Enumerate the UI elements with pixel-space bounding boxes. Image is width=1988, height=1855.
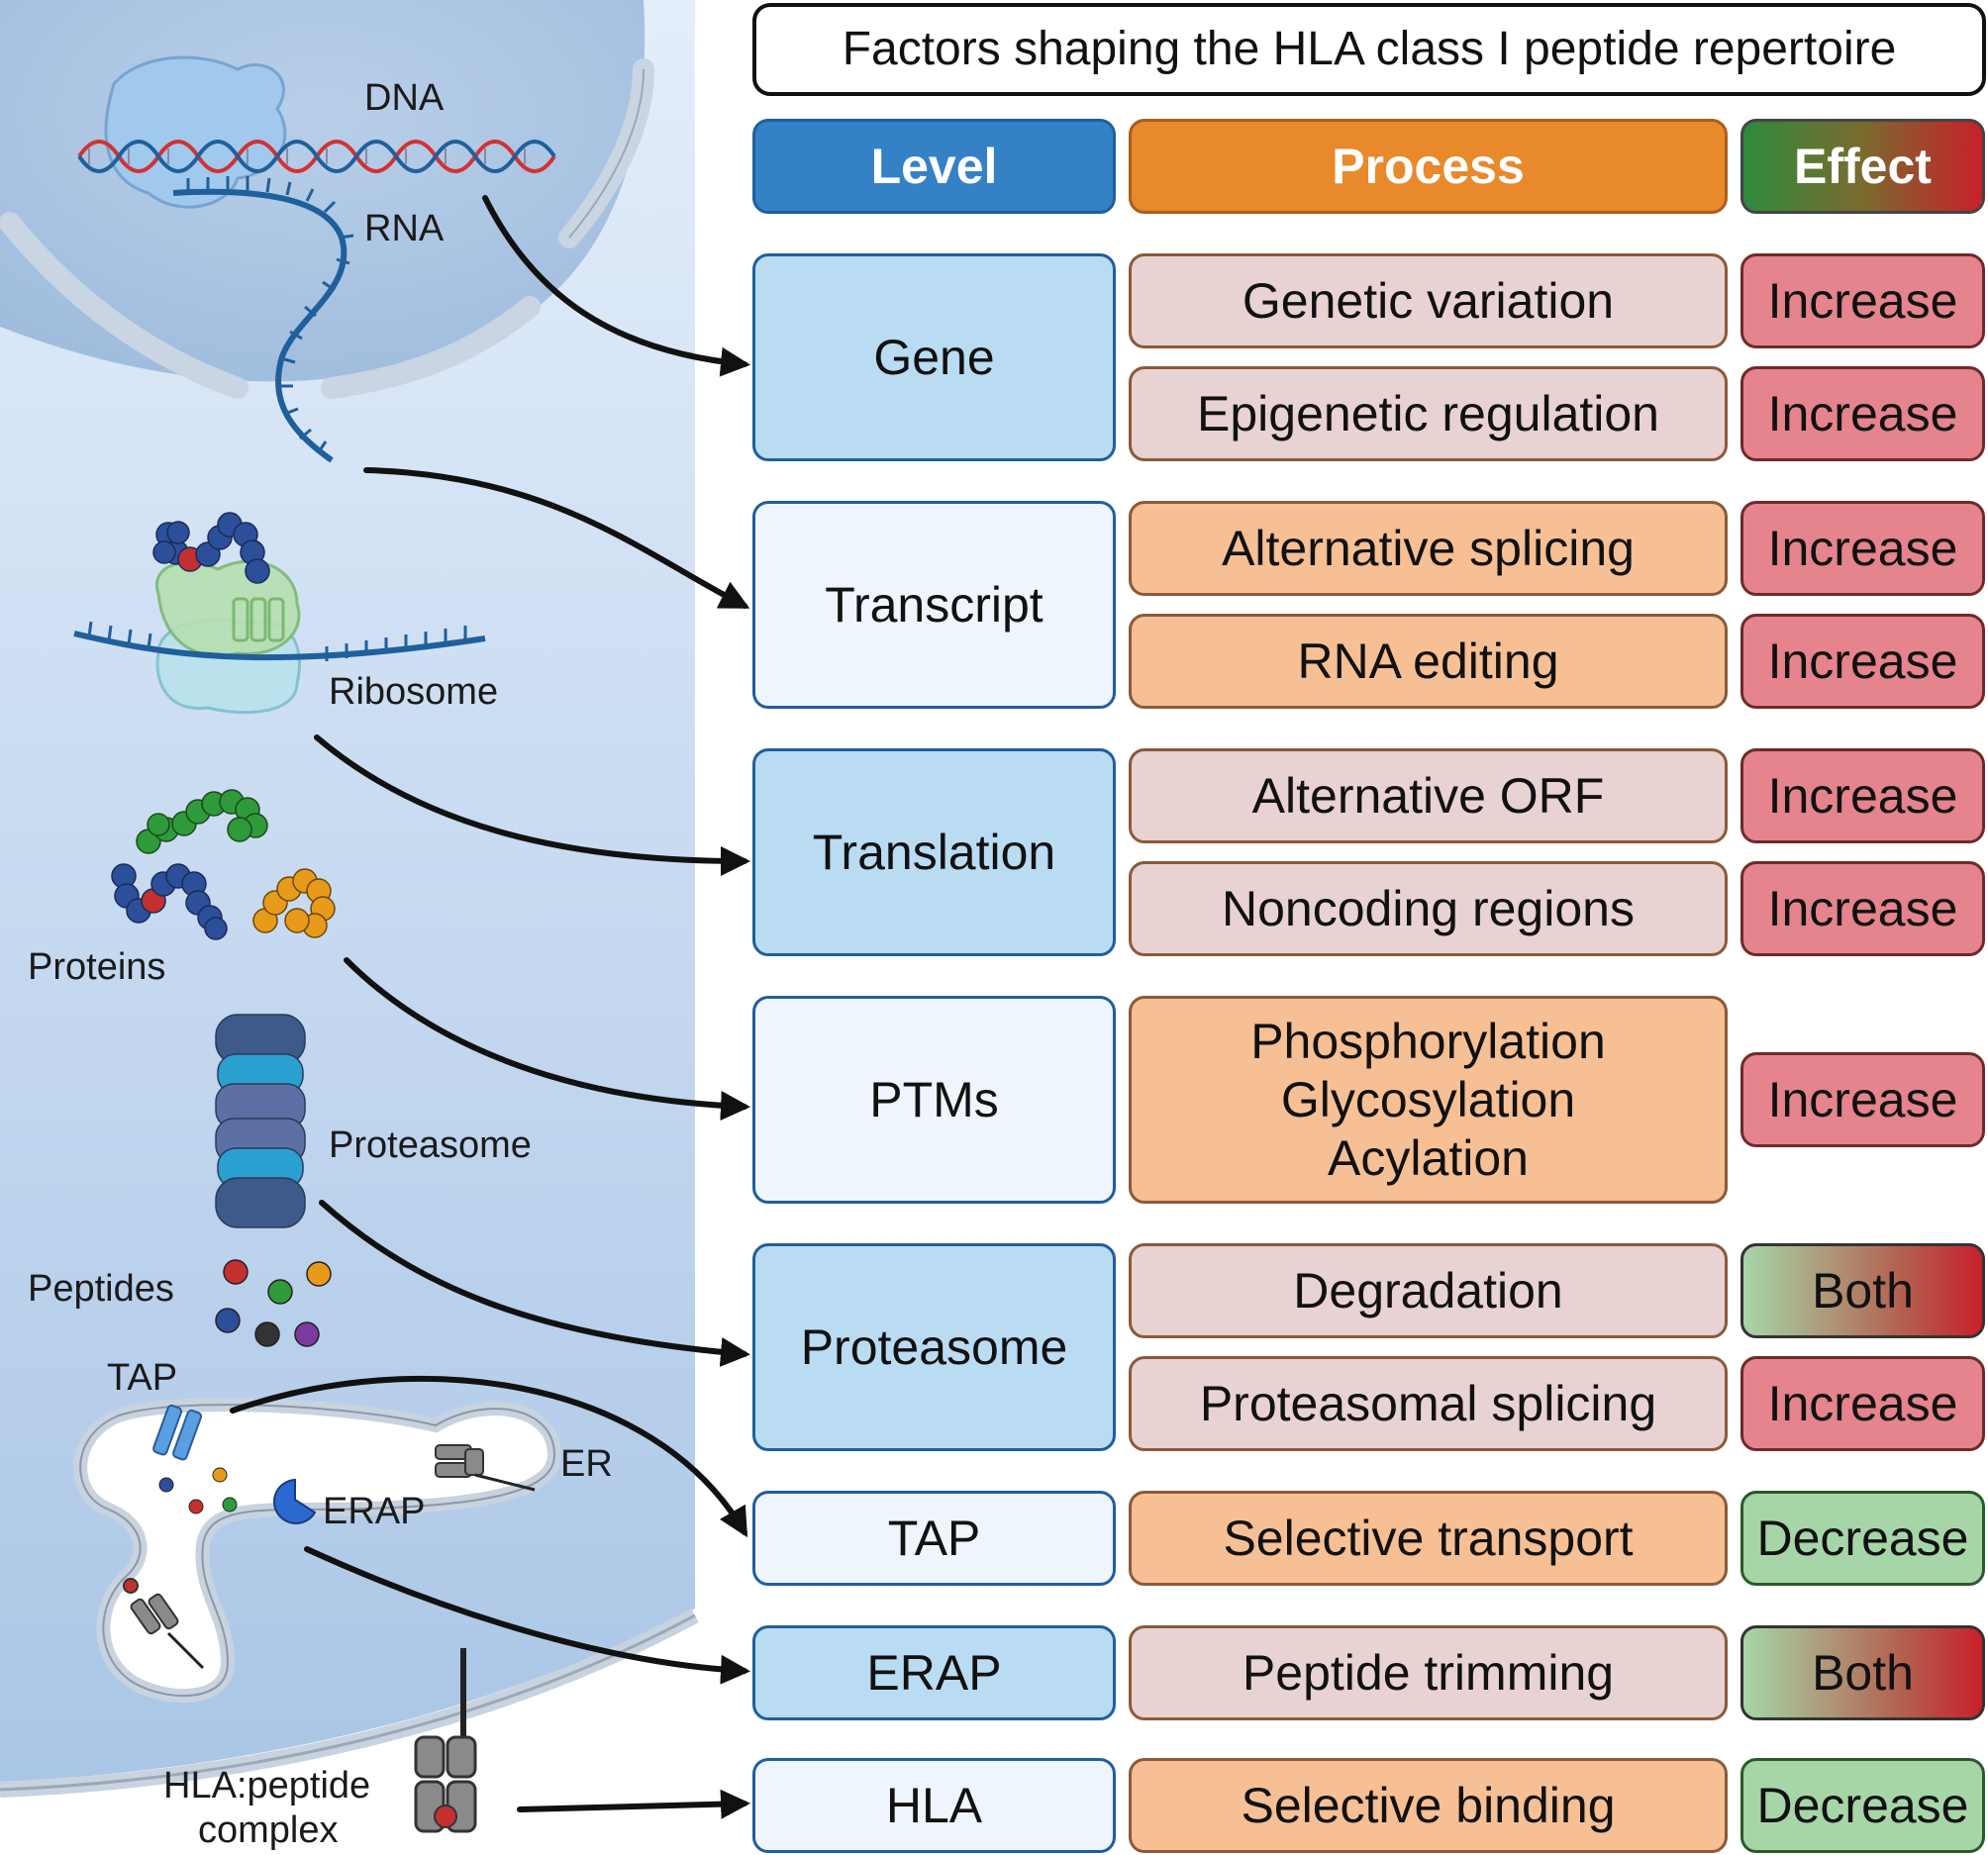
surface-hla — [414, 1648, 477, 1833]
arrow-gene — [482, 195, 750, 377]
tap-label: TAP — [107, 1357, 178, 1399]
arrow-hla — [517, 1789, 750, 1819]
process-genetic-variation: Genetic variation — [1129, 253, 1728, 348]
dna-helix — [77, 140, 556, 173]
vesicle-hla — [123, 1578, 179, 1635]
nascent-peptide — [152, 512, 270, 584]
process-phosphorylation: Phosphorylation — [1250, 1013, 1606, 1069]
er-hla — [435, 1444, 484, 1478]
erap-label: ERAP — [323, 1491, 426, 1532]
arrow-proteasome — [319, 1200, 750, 1367]
proteasome-label: Proteasome — [329, 1124, 532, 1166]
effect-degradation: Both — [1740, 1243, 1985, 1338]
ribosome — [154, 559, 302, 715]
header-level: Level — [752, 119, 1116, 214]
process-ptm-types: Phosphorylation Glycosylation Acylation — [1129, 996, 1728, 1204]
process-acylation: Acylation — [1328, 1129, 1529, 1186]
green-protein — [136, 789, 268, 854]
arrow-transcript — [363, 467, 750, 609]
arrow-tap — [230, 1375, 748, 1538]
effect-peptide-trimming: Both — [1740, 1625, 1985, 1720]
process-noncoding-regions: Noncoding regions — [1129, 861, 1728, 956]
level-ptms: PTMs — [752, 996, 1116, 1204]
proteins-label: Proteins — [28, 946, 166, 988]
cytoplasm — [0, 0, 695, 1782]
effect-genetic-variation: Increase — [1740, 253, 1985, 348]
dna-label: DNA — [364, 77, 445, 119]
effect-ptms: Increase — [1740, 1052, 1985, 1147]
rna-label: RNA — [364, 208, 445, 249]
arrow-translation — [314, 734, 750, 876]
arrow-ptms — [344, 957, 750, 1121]
process-peptide-trimming: Peptide trimming — [1129, 1625, 1728, 1720]
process-proteasomal-splicing: Proteasomal splicing — [1129, 1356, 1728, 1451]
level-translation: Translation — [752, 748, 1116, 956]
header-process: Process — [1129, 119, 1728, 214]
effect-selective-transport: Decrease — [1740, 1491, 1985, 1586]
peptide-dots — [215, 1259, 332, 1347]
effect-alternative-orf: Increase — [1740, 748, 1985, 843]
process-glycosylation: Glycosylation — [1280, 1071, 1576, 1127]
level-erap: ERAP — [752, 1625, 1116, 1720]
level-tap: TAP — [752, 1491, 1116, 1586]
process-selective-binding: Selective binding — [1129, 1758, 1728, 1853]
peptides-label: Peptides — [28, 1268, 174, 1310]
blue-protein — [111, 863, 228, 940]
arrow-erap — [304, 1546, 750, 1685]
effect-noncoding-regions: Increase — [1740, 861, 1985, 956]
orange-protein — [252, 868, 336, 938]
process-epigenetic-regulation: Epigenetic regulation — [1129, 366, 1728, 461]
diagram-title: Factors shaping the HLA class I peptide … — [752, 3, 1986, 96]
process-alternative-splicing: Alternative splicing — [1129, 501, 1728, 596]
level-hla: HLA — [752, 1758, 1116, 1853]
level-gene: Gene — [752, 253, 1116, 461]
effect-proteasomal-splicing: Increase — [1740, 1356, 1985, 1451]
hla-complex-label-line1: HLA:peptide — [163, 1765, 371, 1806]
effect-selective-binding: Decrease — [1740, 1758, 1985, 1853]
hla-complex-label-line2: complex — [198, 1809, 339, 1851]
level-transcript: Transcript — [752, 501, 1116, 709]
process-alternative-orf: Alternative ORF — [1129, 748, 1728, 843]
process-rna-editing: RNA editing — [1129, 614, 1728, 709]
process-degradation: Degradation — [1129, 1243, 1728, 1338]
effect-epigenetic-regulation: Increase — [1740, 366, 1985, 461]
process-selective-transport: Selective transport — [1129, 1491, 1728, 1586]
proteasome — [215, 1014, 306, 1228]
effect-rna-editing: Increase — [1740, 614, 1985, 709]
header-effect: Effect — [1740, 119, 1985, 214]
er-label: ER — [560, 1443, 613, 1485]
level-proteasome: Proteasome — [752, 1243, 1116, 1451]
effect-alternative-splicing: Increase — [1740, 501, 1985, 596]
tap-transporter — [152, 1404, 203, 1461]
ribosome-label: Ribosome — [329, 671, 499, 713]
erap-enzyme — [272, 1478, 317, 1524]
